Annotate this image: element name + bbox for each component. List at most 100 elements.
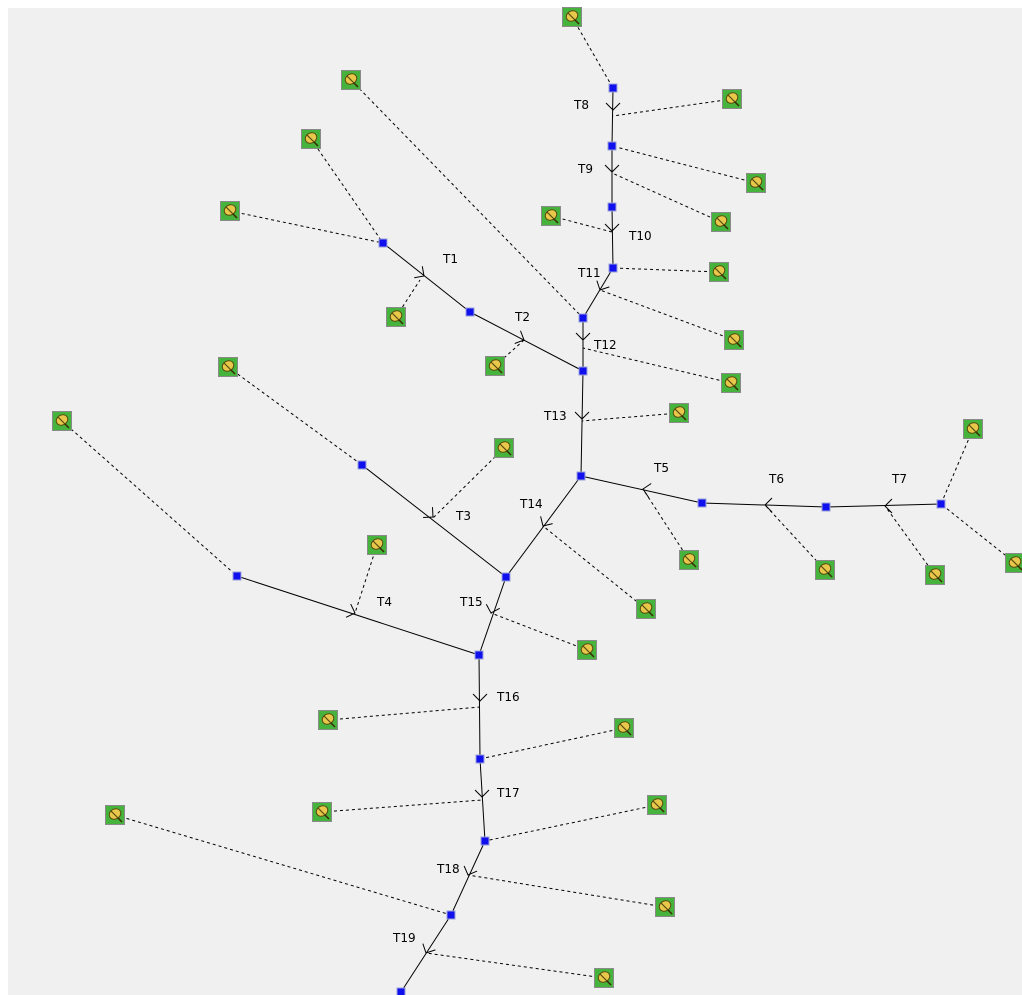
junction-node[interactable]: [821, 502, 831, 512]
tree-edge[interactable]: [611, 87, 614, 147]
dashed-link: [611, 172, 722, 223]
leaf-icon[interactable]: [724, 330, 744, 350]
flow-arrow: [884, 498, 893, 514]
junction-node[interactable]: [578, 313, 588, 323]
dashed-link: [114, 814, 452, 916]
leaf-icon[interactable]: [1005, 553, 1022, 573]
leaf-icon[interactable]: [669, 403, 689, 423]
junction-node[interactable]: [357, 460, 367, 470]
leaf-icon[interactable]: [485, 356, 505, 376]
leaf-icon[interactable]: [746, 173, 766, 193]
junction-node[interactable]: [475, 754, 485, 764]
edge-label: T4: [376, 595, 392, 609]
junction-node[interactable]: [396, 987, 406, 995]
leaf-icon[interactable]: [541, 206, 561, 226]
flow-arrow: [605, 102, 621, 111]
junction-node[interactable]: [576, 471, 586, 481]
tree-edge[interactable]: [582, 267, 614, 319]
dashed-link: [479, 727, 625, 760]
junction-node[interactable]: [607, 141, 617, 151]
junction-node[interactable]: [936, 499, 946, 509]
tree-edge[interactable]: [580, 475, 703, 504]
leaf-icon[interactable]: [494, 438, 514, 458]
tree-edge[interactable]: [505, 475, 582, 578]
junction-node[interactable]: [501, 572, 511, 582]
leaf-icon[interactable]: [577, 640, 597, 660]
leaf-icon[interactable]: [52, 411, 72, 431]
leaf-icon[interactable]: [614, 718, 634, 738]
leaf-icon[interactable]: [218, 357, 238, 377]
leaf-icon[interactable]: [721, 373, 741, 393]
edge-label: T7: [891, 472, 907, 486]
leaf-icon[interactable]: [312, 802, 332, 822]
tree-edge[interactable]: [382, 242, 471, 313]
edge-label: T18: [436, 862, 460, 876]
leaf-icon[interactable]: [367, 535, 387, 555]
leaf-icons: [52, 7, 1022, 988]
edge-label: T12: [593, 338, 617, 352]
junction-node[interactable]: [465, 307, 475, 317]
dashed-link: [432, 447, 505, 519]
leaf-icon[interactable]: [925, 565, 945, 585]
tree-edge[interactable]: [611, 206, 614, 269]
edge-label: T2: [514, 310, 530, 324]
leaf-icon[interactable]: [562, 7, 582, 27]
junction-node[interactable]: [232, 571, 242, 581]
dashed-link: [884, 505, 936, 576]
dashed-link: [550, 215, 613, 233]
dashed-link: [484, 804, 658, 842]
leaf-icon[interactable]: [709, 262, 729, 282]
tree-edge[interactable]: [580, 370, 584, 477]
leaf-icon[interactable]: [318, 710, 338, 730]
tree-edge[interactable]: [361, 464, 507, 578]
tree-edge[interactable]: [478, 576, 507, 656]
junction-node[interactable]: [378, 238, 388, 248]
edge-label: T9: [577, 162, 593, 176]
leaf-icon[interactable]: [594, 968, 614, 988]
dashed-link: [612, 98, 733, 117]
edge-label: T1: [442, 252, 458, 266]
junction-node[interactable]: [607, 202, 617, 212]
flow-arrow: [474, 789, 490, 798]
leaf-icon[interactable]: [815, 560, 835, 580]
junction-node[interactable]: [608, 83, 618, 93]
leaf-icon[interactable]: [711, 212, 731, 232]
leaf-icon[interactable]: [647, 795, 667, 815]
junction-node[interactable]: [697, 498, 707, 508]
edge-label: T15: [459, 595, 483, 609]
tree-edge[interactable]: [469, 311, 584, 372]
tree-edge[interactable]: [236, 575, 480, 656]
tree-edge[interactable]: [701, 502, 827, 508]
flow-arrow: [540, 516, 553, 527]
junction-node[interactable]: [446, 910, 456, 920]
leaf-icon[interactable]: [963, 419, 983, 439]
leaf-icon[interactable]: [105, 805, 125, 825]
tree-edge[interactable]: [479, 758, 486, 842]
leaf-icon[interactable]: [636, 599, 656, 619]
dashed-link: [327, 706, 481, 721]
junction-node[interactable]: [578, 366, 588, 376]
junction-node[interactable]: [474, 650, 484, 660]
leaf-icon[interactable]: [722, 89, 742, 109]
edge-arrows: [345, 102, 893, 954]
flow-arrow: [596, 280, 610, 291]
edge-labels: T1T3T4T5T8T9T10T11T12T13T14T15T16T17T18T…: [376, 98, 907, 945]
leaf-icon[interactable]: [655, 897, 675, 917]
dashed-link: [321, 799, 483, 813]
junction-node[interactable]: [608, 263, 618, 273]
leaf-icon[interactable]: [220, 201, 240, 221]
junction-node[interactable]: [480, 836, 490, 846]
leaf-icon[interactable]: [341, 70, 361, 90]
dashed-links: [61, 16, 1016, 979]
leaf-icon[interactable]: [386, 307, 406, 327]
tree-edge[interactable]: [825, 503, 942, 508]
leaf-icon[interactable]: [301, 129, 321, 149]
dashed-link: [350, 79, 584, 319]
flow-arrow: [422, 943, 436, 954]
tree-edge[interactable]: [478, 654, 481, 760]
dashed-link: [61, 420, 238, 577]
tree-edge[interactable]: [450, 840, 486, 916]
edge-label: T17: [496, 786, 520, 800]
leaf-icon[interactable]: [679, 550, 699, 570]
